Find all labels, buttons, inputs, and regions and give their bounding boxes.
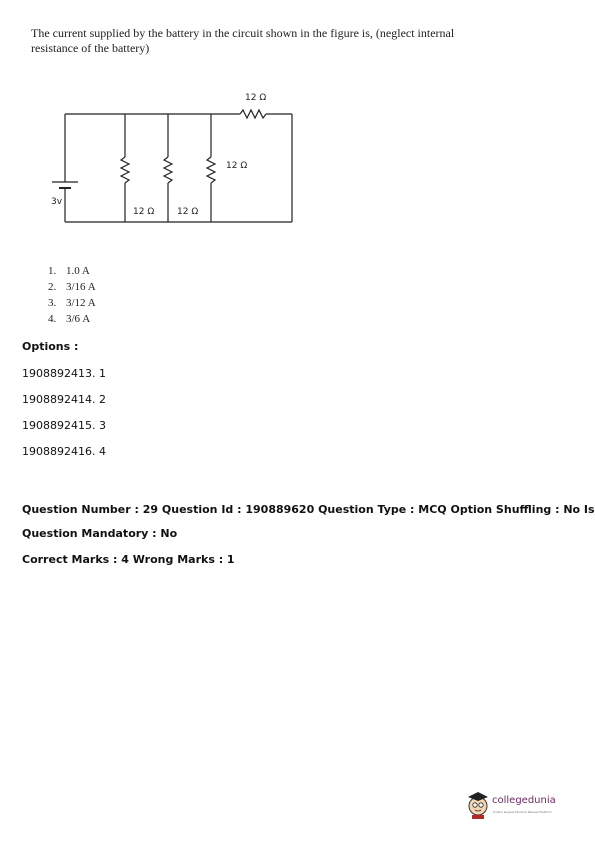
question-text: The current supplied by the battery in t… xyxy=(31,26,471,56)
option-item-4: 1908892416. 4 xyxy=(22,445,106,458)
next-question-line-2: Question Mandatory : No xyxy=(22,527,178,540)
choice-3: 3.3/12 A xyxy=(48,297,96,309)
option-item-2: 1908892414. 2 xyxy=(22,393,106,406)
next-question-line-1: Question Number : 29 Question Id : 19088… xyxy=(22,503,595,516)
choice-2: 2.3/16 A xyxy=(48,281,96,293)
answer-choices: 1.1.0 A 2.3/16 A 3.3/12 A 4.3/6 A xyxy=(48,263,96,327)
resistor-2 xyxy=(162,156,174,184)
logo-tagline: India's largest Student Review Platform xyxy=(493,810,553,814)
question-line-1: The current supplied by the battery in t… xyxy=(31,26,455,40)
next-question-line-3: Correct Marks : 4 Wrong Marks : 1 xyxy=(22,553,235,566)
option-item-3: 1908892415. 3 xyxy=(22,419,106,432)
right-resistor-label: 12 Ω xyxy=(226,161,247,171)
circuit-diagram: 12 Ω 12 Ω 12 Ω 12 Ω 3v xyxy=(51,93,293,223)
choice-4: 4.3/6 A xyxy=(48,313,91,325)
option-item-1: 1908892413. 1 xyxy=(22,367,106,380)
top-resistor-label: 12 Ω xyxy=(245,93,266,103)
choice-1: 1.1.0 A xyxy=(48,265,90,277)
bottom-label-2: 12 Ω xyxy=(177,207,198,217)
resistor-3 xyxy=(205,156,217,184)
logo-name: collegedunia xyxy=(492,795,556,806)
battery-label: 3v xyxy=(51,197,63,207)
collegedunia-logo: collegedunia India's largest Student Rev… xyxy=(466,790,576,826)
top-resistor xyxy=(239,108,267,120)
options-heading: Options : xyxy=(22,340,79,353)
question-line-2: resistance of the battery) xyxy=(31,41,150,55)
bottom-label-1: 12 Ω xyxy=(133,207,154,217)
resistor-1 xyxy=(119,156,131,184)
mascot-icon xyxy=(468,792,488,819)
